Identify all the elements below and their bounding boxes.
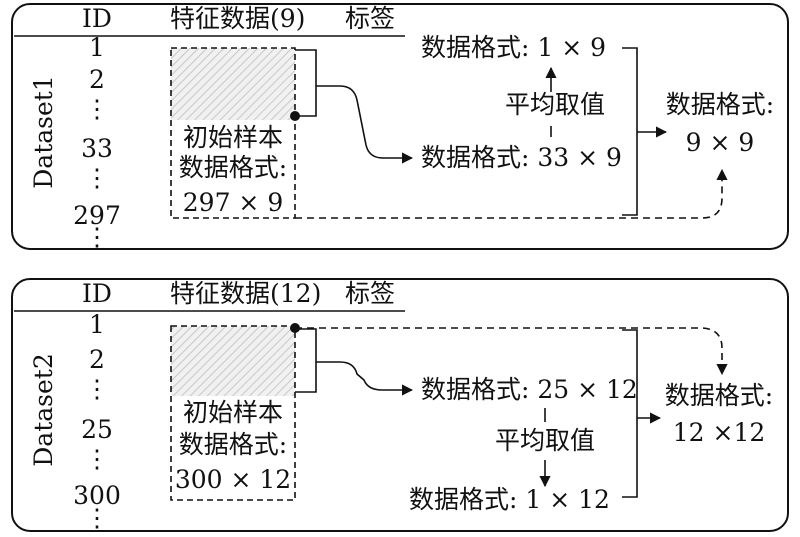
result-line2: 12 ×12	[673, 418, 766, 447]
label-dashed-arrow	[295, 168, 728, 219]
id-ellipsis: ⋮	[85, 163, 110, 192]
result-line1: 数据格式:	[665, 381, 773, 410]
sample-box-line3: 300 × 12	[175, 465, 291, 494]
panel-frame	[11, 278, 789, 532]
id-value: 1	[89, 310, 105, 339]
result-line1: 数据格式:	[666, 90, 774, 119]
label-dashed-arrow	[295, 327, 728, 376]
format-top: 数据格式: 1 × 9	[421, 33, 606, 62]
id-ellipsis: ⋮	[85, 374, 110, 403]
combine-bracket	[622, 329, 638, 498]
id-value: 1	[89, 33, 105, 62]
sample-box-line3: 297 × 9	[183, 188, 283, 217]
header-features: 特征数据(12)	[170, 279, 321, 308]
id-value: 33	[81, 134, 113, 163]
id-value: 2	[89, 345, 105, 374]
sample-box	[170, 325, 296, 501]
id-value: 2	[89, 65, 105, 94]
sample-box	[170, 47, 296, 219]
id-column: 1 2 ⋮ 25 ⋮ 300 ⋮	[73, 310, 121, 532]
id-value: 297	[73, 201, 121, 230]
header-features: 特征数据(9)	[170, 4, 305, 33]
header-label: 标签	[345, 4, 395, 33]
dataset-name: Dataset1	[29, 75, 58, 188]
average-label: 平均取值	[505, 90, 605, 119]
panel-frame	[11, 3, 789, 250]
to-mid-arrow	[316, 85, 414, 164]
sample-hatch	[171, 326, 295, 396]
result-line2: 9 × 9	[686, 128, 755, 157]
id-ellipsis: ⋮	[85, 222, 110, 251]
id-ellipsis: ⋮	[85, 444, 110, 473]
to-mid-arrow	[316, 361, 414, 396]
header-id: ID	[82, 4, 112, 33]
format-mid: 数据格式: 33 × 9	[421, 143, 622, 172]
panel-dataset2: ID 特征数据(12) 标签 Dataset2 1 2 ⋮ 25 ⋮ 300 ⋮…	[11, 278, 789, 532]
id-value: 25	[81, 415, 113, 444]
selection-bracket	[295, 49, 317, 117]
format-mid: 数据格式: 25 × 12	[421, 375, 638, 404]
selection-bracket	[295, 328, 317, 393]
panel-dataset1: ID 特征数据(9) 标签 Dataset1 1 2 ⋮ 33 ⋮ 297 ⋮ …	[11, 3, 789, 251]
id-ellipsis: ⋮	[85, 94, 110, 123]
sample-box-line2: 数据格式:	[179, 430, 287, 459]
header-id: ID	[82, 279, 112, 308]
sample-box-line1: 初始样本	[183, 398, 283, 427]
average-label: 平均取值	[495, 426, 595, 455]
id-column: 1 2 ⋮ 33 ⋮ 297 ⋮	[73, 33, 121, 251]
sample-box-line2: 数据格式:	[179, 153, 287, 182]
dataset-name: Dataset2	[29, 353, 58, 466]
id-value: 300	[73, 481, 121, 510]
combine-bracket	[622, 47, 638, 216]
format-bottom: 数据格式: 1 × 12	[409, 485, 610, 514]
start-dot	[290, 111, 300, 121]
header-label: 标签	[345, 279, 395, 308]
sample-hatch	[171, 48, 295, 120]
sample-box-line1: 初始样本	[183, 123, 283, 152]
id-ellipsis: ⋮	[85, 503, 110, 532]
